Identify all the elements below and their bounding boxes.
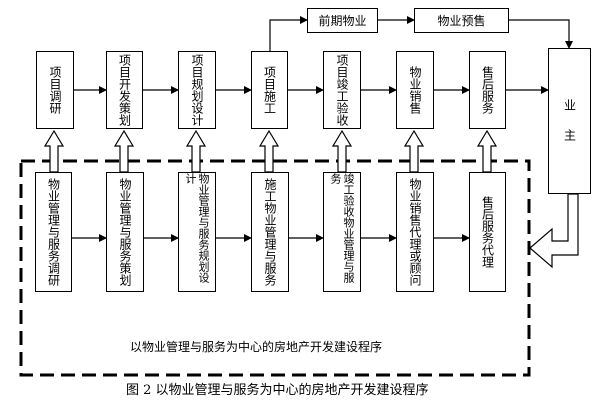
service-group-label: 以物业管理与服务为中心的房地产开发建设程序	[130, 340, 383, 354]
support-arrow-7	[476, 129, 498, 173]
stage-box-s1: 项目调研	[36, 51, 74, 129]
stage-label: 项目调研	[48, 66, 62, 114]
support-arrow-5	[331, 129, 353, 173]
owner-box: 业 主	[548, 48, 591, 194]
stage-label: 项目开发策划	[117, 54, 132, 126]
stage-box-s7: 售后服务	[469, 51, 506, 129]
stage-box-s2: 项目开发策划	[106, 51, 143, 129]
owner-label: 业 主	[562, 99, 577, 143]
support-arrow-2	[113, 129, 135, 173]
service-label: 物业销售代理或顾问	[408, 178, 422, 286]
service-group-frame	[19, 159, 531, 377]
owner-feedback-arrow	[529, 193, 579, 269]
stage-label: 售后服务	[480, 66, 495, 114]
stage-label: 物业销售	[408, 66, 422, 114]
stage-box-s3: 项目规划设计	[178, 51, 216, 129]
support-arrow-3	[185, 129, 207, 173]
stage-box-s5: 项目竣工验收	[323, 51, 361, 129]
service-box-m3: 物业管理与服务规划设计	[178, 172, 216, 292]
pre-label: 前期物业	[318, 13, 367, 28]
service-label: 物业管理与服务调研	[46, 178, 61, 286]
service-label: 施工物业管理与服务	[263, 178, 277, 286]
service-box-m2: 物业管理与服务策划	[106, 172, 144, 292]
arrow-p2-owner	[509, 19, 573, 49]
service-box-m6: 物业销售代理或顾问	[396, 172, 434, 292]
service-box-m1: 物业管理与服务调研	[35, 172, 72, 292]
support-arrow-1	[43, 129, 65, 173]
pre-box-p1: 前期物业	[307, 8, 378, 33]
service-label: 竣工验收物业管理与服务	[329, 173, 355, 283]
service-box-m5: 竣工验收物业管理与服务	[323, 172, 361, 292]
support-arrow-6	[403, 129, 425, 173]
service-label: 物业管理与服务规划设计	[184, 173, 210, 283]
stage-box-s4: 项目施工	[251, 51, 288, 129]
figure-caption: 图 2 以物业管理与服务为中心的房地产开发建设程序	[126, 383, 429, 398]
stage-label: 项目竣工验收	[335, 54, 349, 126]
stage-box-s6: 物业销售	[396, 51, 434, 129]
pre-box-p2: 物业预售	[414, 8, 509, 33]
service-label: 物业管理与服务策划	[118, 178, 132, 286]
pre-label: 物业预售	[437, 13, 486, 28]
arrow-s4-p1	[269, 16, 308, 51]
stage-label: 项目规划设计	[190, 54, 204, 126]
stage-label: 项目施工	[262, 66, 277, 114]
support-arrow-4	[258, 129, 280, 173]
service-label: 售后服务代理	[480, 196, 495, 268]
service-box-m7: 售后服务代理	[469, 172, 506, 292]
service-box-m4: 施工物业管理与服务	[251, 172, 289, 292]
